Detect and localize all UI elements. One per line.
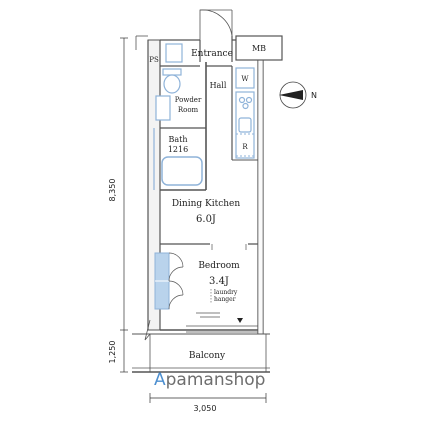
powder-sink-icon [155,95,171,121]
closet-doors [168,252,184,310]
bedroom-size: 3.4J [209,276,229,287]
fridge-box [235,133,255,157]
powder-room-label-2: Room [178,106,199,114]
brand-rest: pamanshop [165,370,266,390]
compass: N [279,81,317,109]
powder-room-label: Powder [175,96,202,104]
entrance-door [199,9,233,40]
bath-size-label: 1216 [168,145,188,154]
compass-needle-icon [279,90,303,100]
shoe-box [165,43,183,63]
bedroom-label: Bedroom [198,261,240,271]
kitchen-counter [235,91,255,159]
laundry-hanger-label: laundry [214,289,238,296]
window-marker [237,318,243,323]
laundry-hanger-label-2: hanger [214,296,236,303]
balcony-window [186,325,258,333]
washer-label: W [241,75,249,83]
brand-logo: Apamanshop [154,370,265,390]
bath-label: Bath [168,135,187,144]
balcony-label: Balcony [189,351,226,361]
mb-label: MB [252,44,266,53]
washer-box [235,67,255,89]
bathtub-icon [161,156,203,186]
toilet-icon [162,68,182,94]
hall-label: Hall [210,81,227,90]
dimension-width: 3,050 [194,404,217,413]
dimension-depth-balcony: 1,250 [108,341,117,364]
compass-north-label: N [311,91,317,100]
balcony [132,333,270,373]
mb-box [235,35,283,61]
dining-kitchen-size: 6.0J [196,214,216,225]
brand-prefix: A [154,370,166,390]
bedroom-door [211,244,247,250]
ps-label: PS [149,56,159,64]
entrance-label: Entrance [191,49,233,59]
fridge-label: R [242,143,248,151]
dimension-lines [120,37,267,403]
dimension-depth-main: 8,350 [108,179,117,202]
dining-kitchen-label: Dining Kitchen [172,199,241,209]
